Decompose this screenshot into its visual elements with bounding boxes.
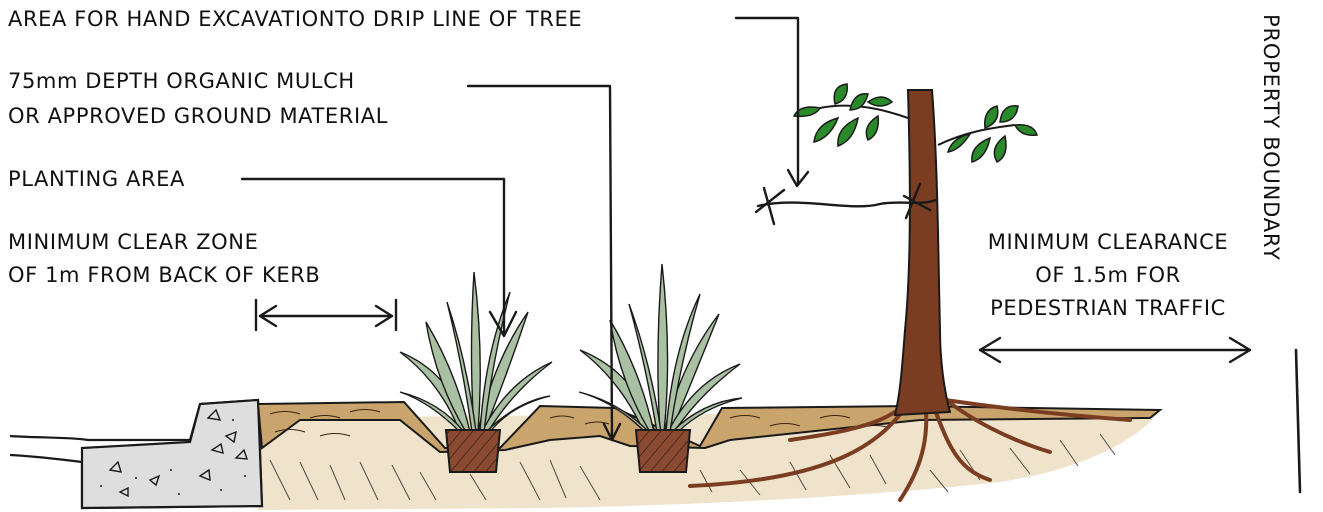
dimension-arrow-pedestrian — [980, 338, 1250, 362]
pot-right-hatch — [636, 430, 690, 472]
property-boundary-line — [1296, 350, 1300, 492]
label-property-boundary: PROPERTY BOUNDARY — [1259, 14, 1283, 261]
label-mulch-line1: 75mm DEPTH ORGANIC MULCH — [8, 64, 355, 98]
soil-ground — [258, 410, 1160, 510]
label-clear-zone-line2: OF 1m FROM BACK OF KERB — [8, 258, 320, 292]
label-hand-excavation: AREA FOR HAND EXCAVATIONTO DRIP LINE OF … — [8, 2, 582, 36]
label-clear-zone-line1: MINIMUM CLEAR ZONE — [8, 225, 258, 259]
tree-trunk — [895, 90, 950, 415]
label-clearance-line1: MINIMUM CLEARANCE — [948, 225, 1268, 259]
pot-left-hatch — [446, 430, 500, 472]
dimension-arrow-clear-zone — [256, 300, 396, 330]
label-clearance-line2: OF 1.5m FOR — [948, 258, 1268, 292]
leader-hand-excavation — [736, 18, 808, 186]
plant-left — [400, 272, 552, 432]
kerb-concrete — [82, 400, 262, 508]
label-clearance-line3: PEDESTRIAN TRAFFIC — [948, 291, 1268, 325]
label-planting-area: PLANTING AREA — [8, 162, 185, 196]
label-mulch-line2: OR APPROVED GROUND MATERIAL — [8, 99, 388, 133]
